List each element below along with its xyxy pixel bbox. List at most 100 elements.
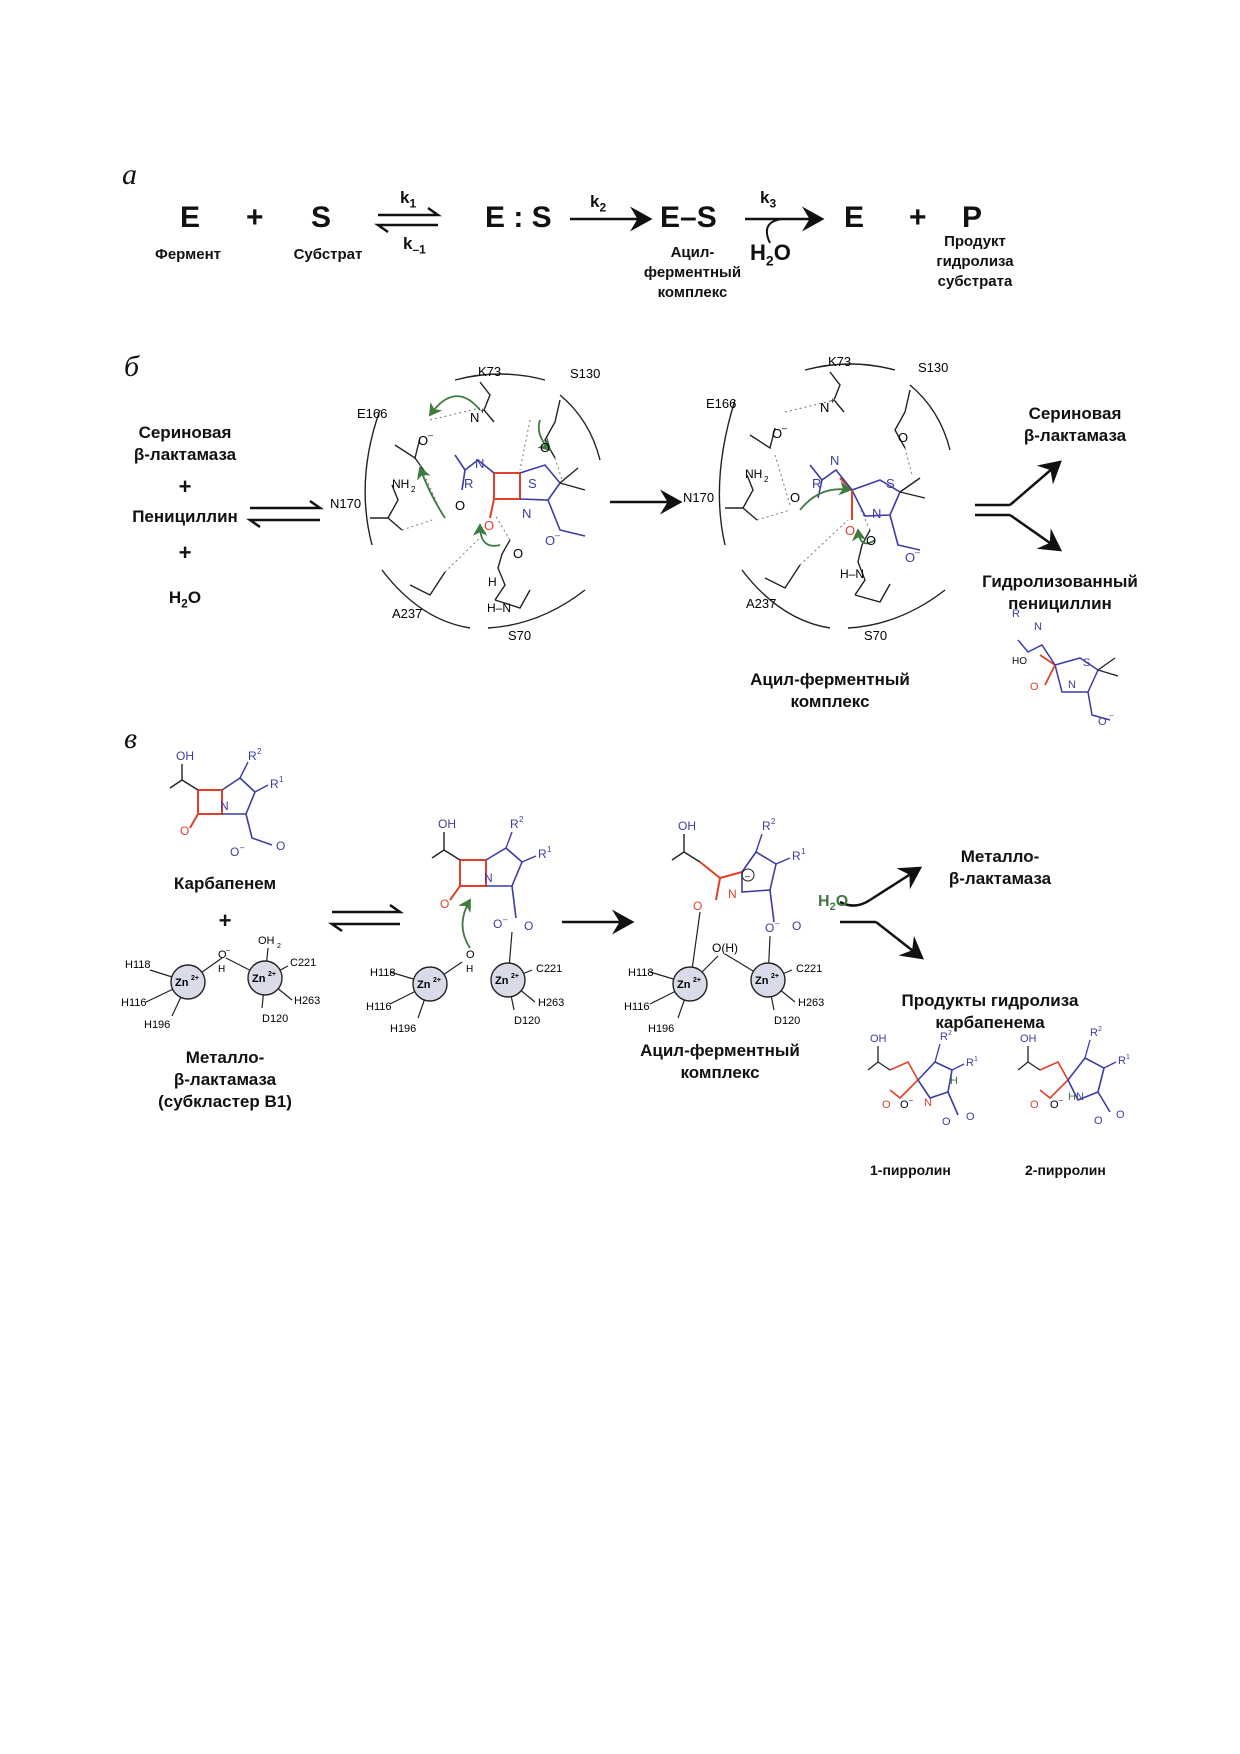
svg-text:O: O [905, 550, 915, 565]
svg-text:O: O [418, 433, 428, 448]
svg-text:S130: S130 [570, 366, 600, 381]
svg-text:N: N [1034, 621, 1042, 633]
svg-text:OH: OH [870, 1033, 887, 1045]
svg-text:O: O [942, 1116, 951, 1128]
hydrolyzed-penicillin-label: Гидролизованный пенициллин [982, 572, 1138, 613]
svg-text:E166: E166 [357, 406, 387, 421]
svg-text:S130: S130 [918, 360, 948, 375]
svg-text:H: H [950, 1075, 958, 1087]
svg-text:–: – [1109, 711, 1114, 720]
svg-text:R: R [940, 1031, 948, 1043]
svg-text:N: N [220, 799, 229, 813]
svg-text:2+: 2+ [693, 977, 701, 984]
svg-text:R: R [538, 847, 547, 861]
svg-text:D120: D120 [514, 1015, 540, 1027]
penicillin-core-left [454, 454, 586, 537]
svg-text:1: 1 [279, 775, 284, 784]
svg-text:O: O [900, 1099, 909, 1111]
svg-text:N170: N170 [330, 496, 361, 511]
svg-text:A237: A237 [392, 606, 422, 621]
penicillin-reactant: Пенициллин [132, 507, 238, 526]
plus-sign: + [246, 201, 264, 234]
svg-text:R: R [510, 817, 519, 831]
svg-text:–: – [555, 530, 560, 540]
svg-text:H116: H116 [366, 1001, 391, 1013]
svg-text:–: – [909, 1097, 913, 1104]
svg-text:2+: 2+ [771, 973, 779, 980]
branch-arrow-split [975, 503, 1010, 517]
svg-text:N: N [522, 506, 531, 521]
svg-text:N: N [475, 456, 484, 471]
svg-text:O: O [493, 917, 502, 931]
electron-push-arrows-right [799, 481, 876, 545]
svg-text:C221: C221 [536, 963, 562, 975]
svg-text:R: R [966, 1057, 974, 1069]
carbapenem-hydrolysis-products-label: Продукты гидролиза карбапенема [901, 991, 1079, 1032]
svg-text:O: O [693, 899, 702, 913]
rate-constant-k-minus-1: k–1 [403, 234, 426, 257]
b-reverse-half-arrow [246, 518, 320, 529]
svg-text:O: O [792, 919, 801, 933]
svg-text:N: N [924, 1097, 932, 1109]
svg-text:1: 1 [547, 845, 552, 854]
svg-text:O: O [790, 490, 800, 505]
svg-text:H196: H196 [648, 1023, 674, 1035]
svg-text:O: O [455, 498, 465, 513]
svg-text:H: H [466, 964, 473, 975]
svg-text:O: O [440, 897, 449, 911]
svg-text:N: N [1068, 679, 1076, 691]
svg-text:O: O [772, 426, 782, 441]
svg-text:H116: H116 [121, 997, 146, 1009]
svg-text:O: O [845, 523, 855, 538]
water-reactant: H2O [168, 588, 202, 611]
water-reagent-c: H2O [818, 893, 849, 914]
svg-text:H116: H116 [624, 1001, 649, 1013]
svg-text:–: – [782, 423, 787, 433]
serine-beta-lactamase-reactant: Сериновая β-лактамаза [133, 423, 237, 464]
svg-text:+: + [480, 406, 485, 416]
hydrogen-bonds-right [756, 399, 913, 566]
svg-text:2: 2 [277, 943, 281, 950]
svg-text:Zn: Zn [252, 973, 266, 985]
acyl-enzyme-symbol: E–S [660, 201, 717, 234]
svg-text:2+: 2+ [511, 973, 519, 980]
svg-text:H196: H196 [144, 1019, 170, 1031]
metallo-beta-lactamase-product: Металло- β-лактамаза [948, 847, 1052, 888]
pyrroline-1-label: 1-пирролин [870, 1162, 951, 1178]
svg-text:O(H): O(H) [712, 941, 738, 955]
svg-text:2: 2 [948, 1030, 952, 1037]
svg-text:H118: H118 [125, 959, 150, 971]
svg-text:–: – [226, 947, 230, 954]
svg-text:HN: HN [1068, 1091, 1084, 1103]
enzyme-label: Фермент [155, 246, 221, 263]
svg-text:E166: E166 [706, 396, 736, 411]
svg-text:R: R [812, 476, 821, 491]
svg-text:Zn: Zn [677, 979, 691, 991]
water-curve [766, 218, 783, 244]
svg-text:–: – [503, 915, 508, 924]
svg-text:S: S [1083, 657, 1090, 669]
svg-text:R: R [270, 777, 279, 791]
hydrolyzed-penicillin-structure: R N S N O O – [1012, 608, 1119, 728]
panel-a-arrows [374, 206, 825, 244]
plus-sign-c: + [218, 908, 232, 933]
substrate-label: Субстрат [293, 246, 363, 263]
svg-text:OH: OH [438, 817, 456, 831]
svg-text:–: – [1059, 1097, 1063, 1104]
svg-text:R: R [464, 476, 473, 491]
michaelis-complex [364, 373, 601, 629]
svg-text:NH: NH [745, 467, 762, 481]
svg-text:O: O [524, 919, 533, 933]
es-complex: E : S [485, 201, 552, 234]
svg-text:1: 1 [974, 1056, 978, 1063]
svg-text:O: O [466, 949, 475, 961]
pyrroline-2-label: 2-пирролин [1025, 1162, 1106, 1178]
svg-text:O: O [898, 430, 908, 445]
c-branch-water-curve [839, 898, 871, 907]
svg-text:+: + [830, 396, 835, 406]
